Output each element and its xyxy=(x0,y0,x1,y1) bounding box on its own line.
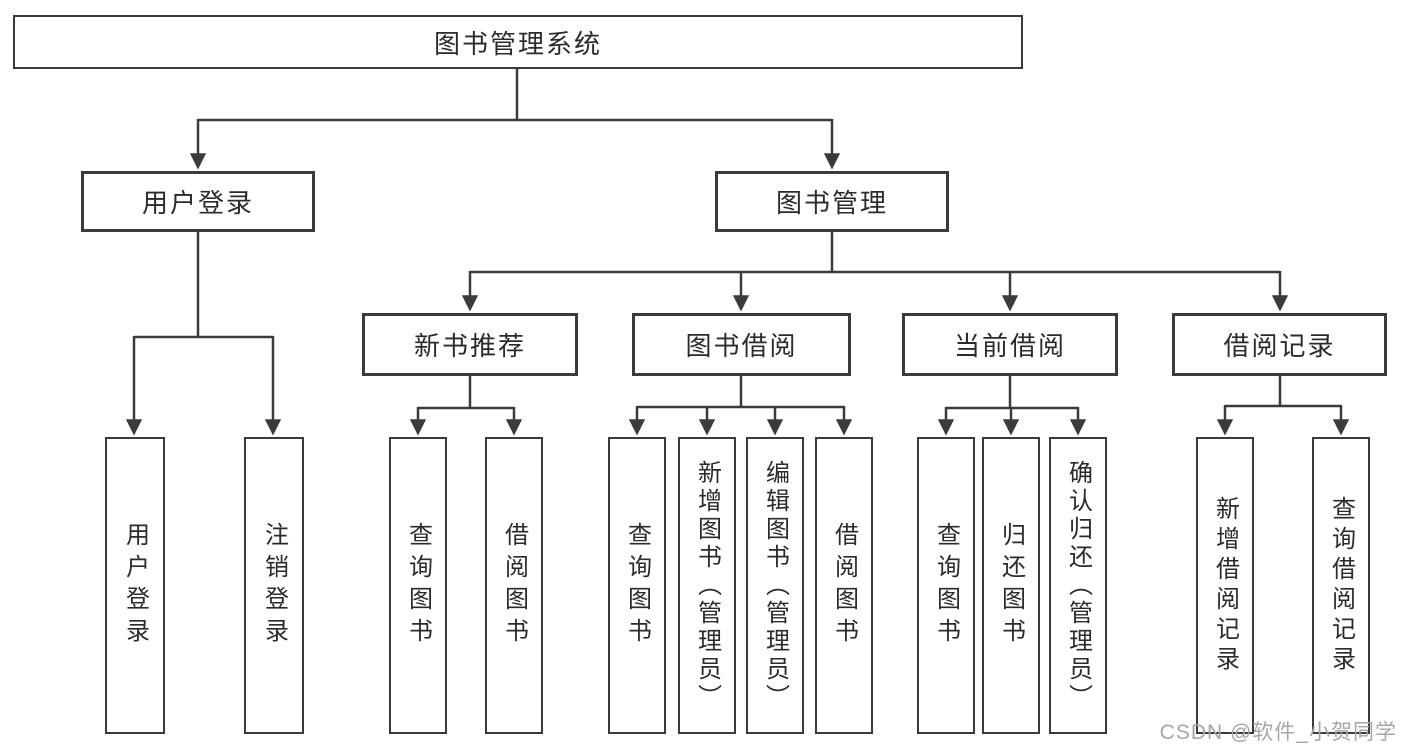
connector-book-mgmt-to-level2 xyxy=(461,232,1289,312)
leaf-return-book: 归还图书 xyxy=(982,437,1040,734)
leaf-borrow-book-recommend: 借阅图书 xyxy=(485,437,543,734)
leaf-query-book-recommend: 查询图书 xyxy=(389,437,447,734)
leaf-edit-book-admin: 编辑图书（管理员） xyxy=(746,437,804,734)
node-new-book-recommend: 新书推荐 xyxy=(362,313,578,376)
node-book-management: 图书管理 xyxy=(715,171,949,232)
leaf-add-borrow-record: 新增借阅记录 xyxy=(1196,437,1254,734)
node-current-borrow: 当前借阅 xyxy=(902,313,1118,376)
connector-current-borrow-to-leaves xyxy=(937,376,1087,436)
node-book-management-system: 图书管理系统 xyxy=(13,15,1023,69)
leaf-add-book-admin: 新增图书（管理员） xyxy=(678,437,736,734)
leaf-borrow-book: 借阅图书 xyxy=(815,437,873,734)
csdn-watermark: CSDN @软件_小贺同学 xyxy=(1159,721,1397,744)
connector-user-login-to-leaves xyxy=(125,232,282,436)
leaf-confirm-return-admin: 确认归还（管理员） xyxy=(1049,437,1107,734)
connector-new-book-to-leaves xyxy=(409,376,523,436)
connector-book-borrow-to-leaves xyxy=(628,376,853,436)
node-borrow-records: 借阅记录 xyxy=(1172,313,1387,376)
node-user-login: 用户登录 xyxy=(81,171,315,232)
leaf-logout: 注销登录 xyxy=(244,437,304,734)
node-book-borrow: 图书借阅 xyxy=(632,313,851,376)
connector-root-to-level1 xyxy=(189,68,841,170)
connector-borrow-records-to-leaves xyxy=(1216,376,1350,436)
leaf-user-login: 用户登录 xyxy=(105,437,165,734)
leaf-query-book-borrow: 查询图书 xyxy=(608,437,666,734)
leaf-query-book-current: 查询图书 xyxy=(917,437,975,734)
leaf-query-borrow-record: 查询借阅记录 xyxy=(1312,437,1370,734)
